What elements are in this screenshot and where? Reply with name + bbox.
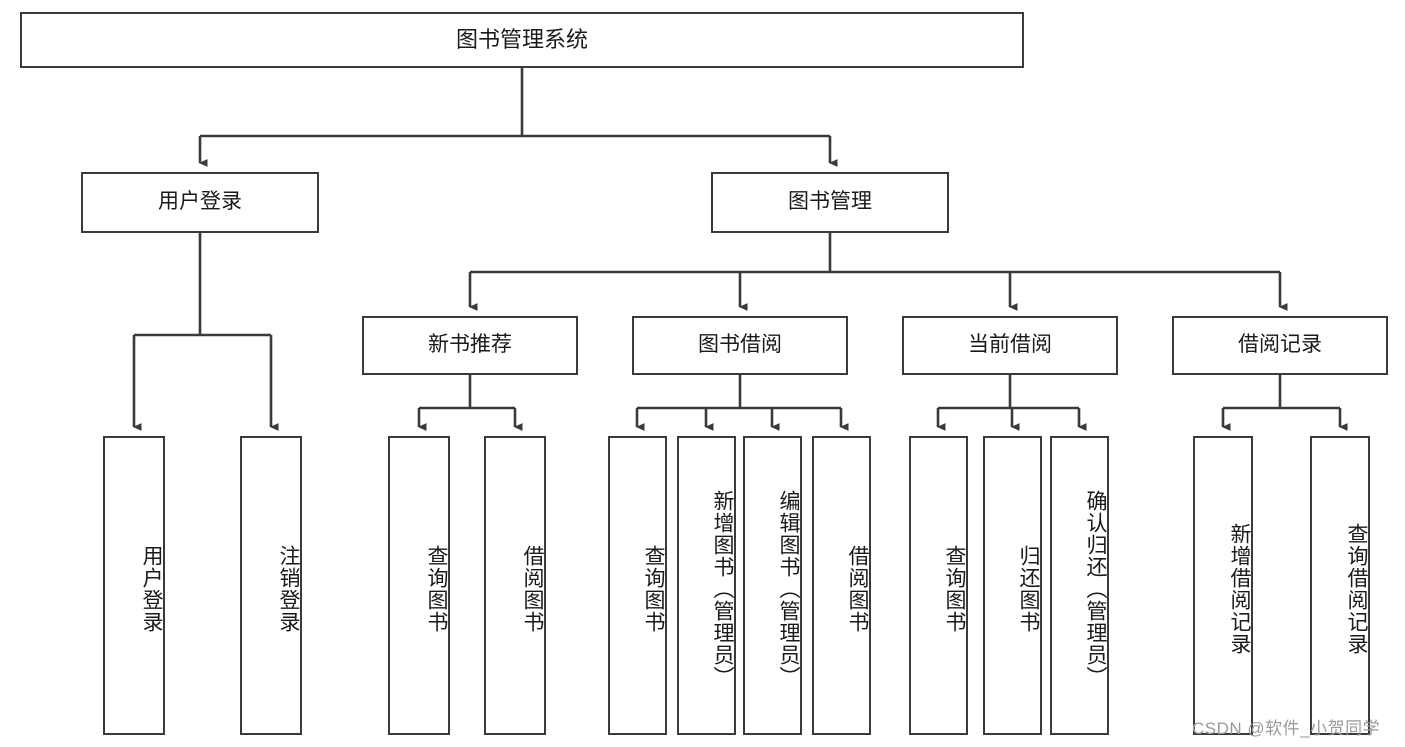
leaf-confirm-return-admin[interactable]: 确认归还（管理员） (1050, 436, 1109, 735)
leaf-label: 查询图书 (642, 544, 665, 633)
node-book-management[interactable]: 图书管理 (711, 172, 949, 233)
leaf-query-book-current[interactable]: 查询图书 (909, 436, 968, 735)
leaf-logout-login[interactable]: 注销登录 (240, 436, 302, 735)
leaf-label: 编辑图书（管理员） (777, 489, 800, 688)
node-current-borrow[interactable]: 当前借阅 (902, 316, 1118, 375)
leaf-edit-book-admin[interactable]: 编辑图书（管理员） (743, 436, 802, 735)
leaf-label: 新增借阅记录 (1228, 522, 1251, 655)
leaf-label: 查询图书 (425, 544, 448, 633)
leaf-user-login[interactable]: 用户登录 (103, 436, 165, 735)
leaf-label: 归还图书 (1017, 544, 1040, 633)
leaf-add-book-admin[interactable]: 新增图书（管理员） (677, 436, 736, 735)
node-user-login[interactable]: 用户登录 (81, 172, 319, 233)
leaf-label: 借阅图书 (521, 544, 544, 633)
leaf-query-book-recommend[interactable]: 查询图书 (388, 436, 450, 735)
node-new-book-recommend[interactable]: 新书推荐 (362, 316, 578, 375)
leaf-label: 借阅图书 (846, 544, 869, 633)
leaf-label: 确认归还（管理员） (1084, 489, 1107, 688)
leaf-return-book[interactable]: 归还图书 (983, 436, 1042, 735)
leaf-borrow-book-recommend[interactable]: 借阅图书 (484, 436, 546, 735)
node-book-borrow[interactable]: 图书借阅 (632, 316, 848, 375)
node-borrow-records[interactable]: 借阅记录 (1172, 316, 1388, 375)
leaf-query-book-borrow[interactable]: 查询图书 (608, 436, 667, 735)
csdn-watermark: CSDN @软件_小贺同学 (1192, 719, 1381, 738)
leaf-label: 查询借阅记录 (1345, 522, 1368, 655)
leaf-query-borrow-record[interactable]: 查询借阅记录 (1310, 436, 1370, 735)
leaf-label: 新增图书（管理员） (711, 489, 734, 688)
leaf-label: 查询图书 (943, 544, 966, 633)
leaf-label: 用户登录 (140, 544, 163, 633)
leaf-add-borrow-record[interactable]: 新增借阅记录 (1193, 436, 1253, 735)
leaf-borrow-book[interactable]: 借阅图书 (812, 436, 871, 735)
leaf-label: 注销登录 (277, 544, 300, 633)
node-root-system[interactable]: 图书管理系统 (20, 12, 1024, 68)
